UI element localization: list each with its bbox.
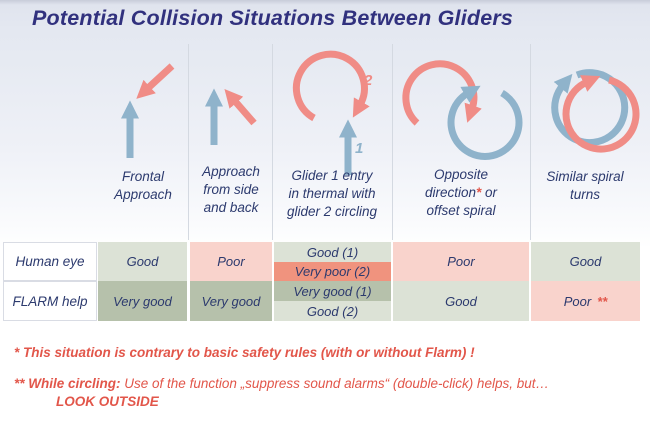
red-spiral-arrow-icon <box>562 75 640 153</box>
footnote-asterisk: * <box>476 185 482 200</box>
table-cell-flarm-frontal: Very good <box>98 281 187 321</box>
table-cell-flarm-opposite: Good <box>393 281 529 321</box>
caption-thermal-entry: Glider 1 entry in thermal with glider 2 … <box>286 168 378 219</box>
frontal-approach-diagram <box>120 63 175 158</box>
column-divider <box>272 44 273 240</box>
thermal-entry-diagram: 1 2 <box>292 50 373 175</box>
caption-side-back-approach: Approach from side and back <box>202 164 260 215</box>
row-label-human-eye: Human eye <box>3 242 97 281</box>
blue-spiral-arrow-icon <box>447 85 523 160</box>
table-cell-flarm-side-back: Very good <box>190 281 272 321</box>
blue-spiral-arrow-icon <box>551 69 629 147</box>
table-cell-human-eye-thermal-1: Good (1) <box>274 242 391 262</box>
oncoming-glider-arrow-icon <box>136 63 175 99</box>
footnote-1: * This situation is contrary to basic sa… <box>14 345 475 360</box>
opposite-direction-diagram <box>402 60 523 160</box>
table-cell-human-eye-opposite: Poor <box>393 242 529 281</box>
glider2-circle-arrow-icon <box>292 50 370 122</box>
table-cell-flarm-thermal-2: Good (2) <box>274 301 391 321</box>
side-back-approach-diagram <box>204 88 257 145</box>
table-cell-human-eye-frontal: Good <box>98 242 187 281</box>
column-divider <box>530 44 531 240</box>
red-spiral-arrow-icon <box>402 60 482 126</box>
glider1-number-label: 1 <box>355 140 363 157</box>
glider2-number-label: 2 <box>363 72 373 89</box>
column-divider <box>392 44 393 240</box>
column-divider <box>188 44 189 240</box>
row-label-flarm-help: FLARM help <box>3 281 97 321</box>
page-title: Potential Collision Situations Between G… <box>32 6 514 30</box>
caption-similar-spiral: Similar spiral turns <box>546 169 624 202</box>
similar-spiral-diagram <box>551 69 640 153</box>
table-cell-human-eye-similar: Good <box>531 242 640 281</box>
table-cell-human-eye-side-back: Poor <box>190 242 272 281</box>
table-cell-flarm-similar: Poor ** <box>531 281 640 321</box>
table-cell-flarm-thermal-1: Very good (1) <box>274 281 391 301</box>
caption-opposite-direction: Opposite direction* or offset spiral <box>424 167 498 218</box>
footnote-2: ** While circling: Use of the function „… <box>14 376 549 391</box>
double-asterisk: ** <box>597 293 608 309</box>
caption-frontal-approach: Frontal Approach <box>114 169 172 202</box>
overtaking-glider-arrow-icon <box>224 89 257 126</box>
table-cell-human-eye-thermal-2: Very poor (2) <box>274 262 391 281</box>
footnote-2-line2: LOOK OUTSIDE <box>56 394 159 409</box>
